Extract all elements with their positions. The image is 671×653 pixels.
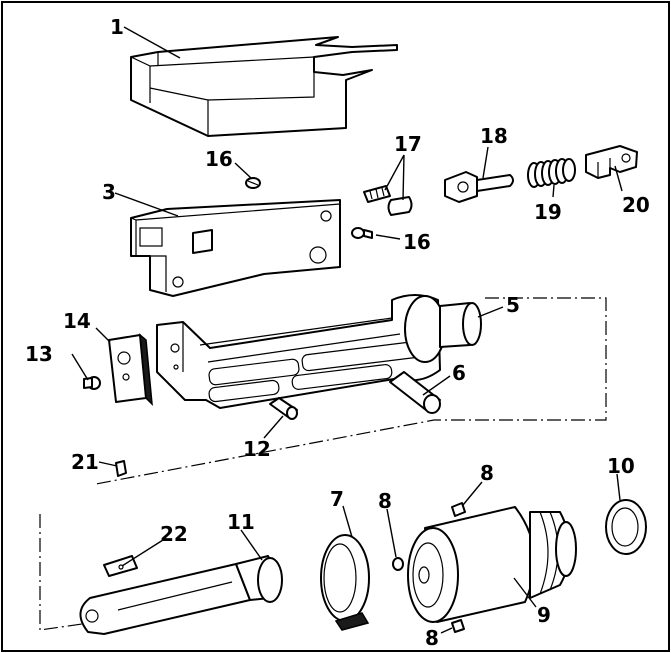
part-8-grub-screw-bottom [451,619,465,633]
leader-lines [71,26,623,634]
part-20-clevis [585,145,638,179]
callout-16-side: 16 [403,230,431,254]
callout-6: 6 [452,361,466,385]
callout-9: 9 [537,603,551,627]
callout-20: 20 [622,193,650,217]
callout-11: 11 [227,510,255,534]
part-12-pin [269,397,298,420]
callout-17: 17 [394,132,422,156]
part-21-clip [115,460,127,477]
callout-16-top: 16 [205,147,233,171]
upper-assembly-boundary [95,297,607,485]
callout-8-mid: 8 [378,489,392,513]
part-10-ring [605,499,647,555]
callout-7: 7 [330,487,344,511]
part-16-screw-side [351,227,373,239]
callout-5: 5 [506,293,520,317]
part-6-pin [389,371,441,414]
part-17-pins [363,185,413,216]
part-19-spring [527,158,576,188]
part-11-piston-rod [79,555,283,635]
part-3-housing [130,199,341,297]
callout-3: 3 [102,180,116,204]
part-13-screw [83,376,101,390]
part-16-screw-top [245,177,261,189]
part-14-plate [108,333,153,407]
callout-19: 19 [534,200,562,224]
part-9-cylinder [407,506,577,623]
callout-12: 12 [243,437,271,461]
callout-10: 10 [607,454,635,478]
callout-22: 22 [160,522,188,546]
callout-14: 14 [63,309,91,333]
part-5-main-frame [156,294,482,409]
callout-8-bottom: 8 [425,626,439,650]
callout-8-top: 8 [480,461,494,485]
callout-18: 18 [480,124,508,148]
part-1-cover [130,36,398,137]
lower-assembly-boundary [39,514,97,631]
part-8-grub-screw-mid [392,557,404,571]
part-8-grub-screw-top [451,502,466,517]
part-7-clamp-ring [320,534,370,631]
callout-21: 21 [71,450,99,474]
callout-1: 1 [110,15,124,39]
part-18-lever [444,171,514,203]
callout-13: 13 [25,342,53,366]
